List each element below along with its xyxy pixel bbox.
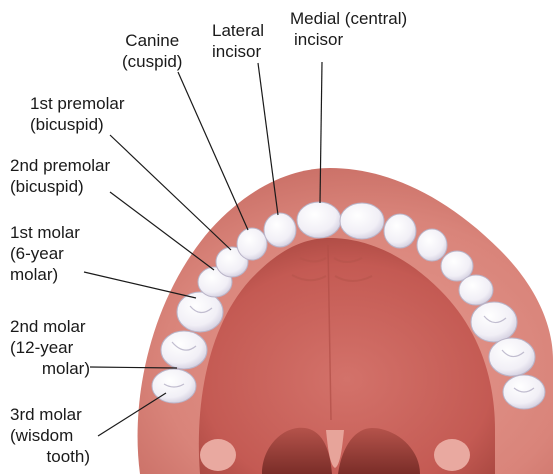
label-2nd-molar-line1: 2nd molar — [10, 316, 90, 337]
tooth-central-incisor-left — [297, 202, 341, 238]
label-lateral-incisor-line2: incisor — [212, 41, 264, 62]
label-1st-molar-line2: (6-year — [10, 243, 80, 264]
tooth-central-incisor-right — [340, 203, 384, 239]
label-medial-incisor-line1: Medial (central) — [290, 8, 407, 29]
label-2nd-molar-line3: molar) — [10, 358, 90, 379]
label-medial-incisor: Medial (central) incisor — [290, 8, 407, 50]
leader-1st-premolar — [110, 135, 231, 250]
tonsil-right — [434, 439, 470, 471]
label-lateral-incisor: Lateral incisor — [212, 20, 264, 62]
leader-canine — [178, 72, 248, 230]
label-1st-premolar: 1st premolar (bicuspid) — [30, 93, 124, 135]
label-1st-molar: 1st molar (6-year molar) — [10, 222, 80, 285]
label-2nd-premolar: 2nd premolar (bicuspid) — [10, 155, 110, 197]
tooth-canine-right — [417, 229, 447, 261]
label-1st-molar-line3: molar) — [10, 264, 80, 285]
label-canine-line1: Canine — [122, 30, 182, 51]
leader-2nd-premolar — [110, 192, 214, 270]
label-2nd-molar: 2nd molar (12-year molar) — [10, 316, 90, 379]
label-lateral-incisor-line1: Lateral — [212, 20, 264, 41]
label-2nd-premolar-line1: 2nd premolar — [10, 155, 110, 176]
label-3rd-molar-line2: (wisdom — [10, 425, 90, 446]
label-medial-incisor-line2: incisor — [290, 29, 407, 50]
label-3rd-molar-line3: tooth) — [10, 446, 90, 467]
label-canine: Canine (cuspid) — [122, 30, 182, 72]
label-1st-premolar-line1: 1st premolar — [30, 93, 124, 114]
label-2nd-molar-line2: (12-year — [10, 337, 90, 358]
tonsil-left — [200, 439, 236, 471]
label-2nd-premolar-line2: (bicuspid) — [10, 176, 110, 197]
tooth-canine-left — [237, 228, 267, 260]
label-canine-line2: (cuspid) — [122, 51, 182, 72]
tooth-lateral-incisor-left — [264, 213, 296, 247]
tooth-2nd-premolar-right — [459, 275, 493, 305]
label-3rd-molar-line1: 3rd molar — [10, 404, 90, 425]
tooth-lateral-incisor-right — [384, 214, 416, 248]
label-1st-molar-line1: 1st molar — [10, 222, 80, 243]
label-1st-premolar-line2: (bicuspid) — [30, 114, 124, 135]
label-3rd-molar: 3rd molar (wisdom tooth) — [10, 404, 90, 467]
